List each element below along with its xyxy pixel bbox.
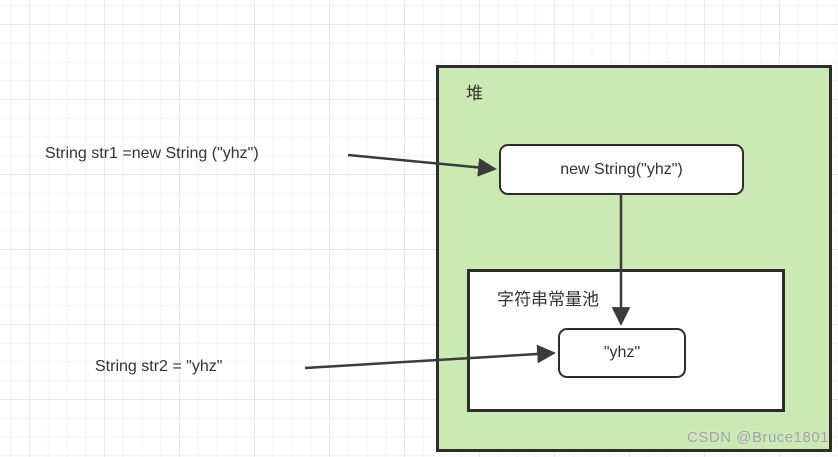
yhz-node: "yhz" xyxy=(558,328,686,378)
string-pool-container: 字符串常量池 xyxy=(467,269,785,412)
new-string-node: new String("yhz") xyxy=(499,144,744,195)
heap-label: 堆 xyxy=(466,84,483,103)
watermark: CSDN @Bruce1801 xyxy=(687,429,829,446)
code-label-str1: String str1 =new String ("yhz") xyxy=(45,145,259,162)
new-string-node-label: new String("yhz") xyxy=(560,160,683,178)
yhz-node-label: "yhz" xyxy=(603,344,641,361)
string-pool-label: 字符串常量池 xyxy=(497,290,599,309)
code-label-str2: String str2 = "yhz" xyxy=(95,358,223,375)
